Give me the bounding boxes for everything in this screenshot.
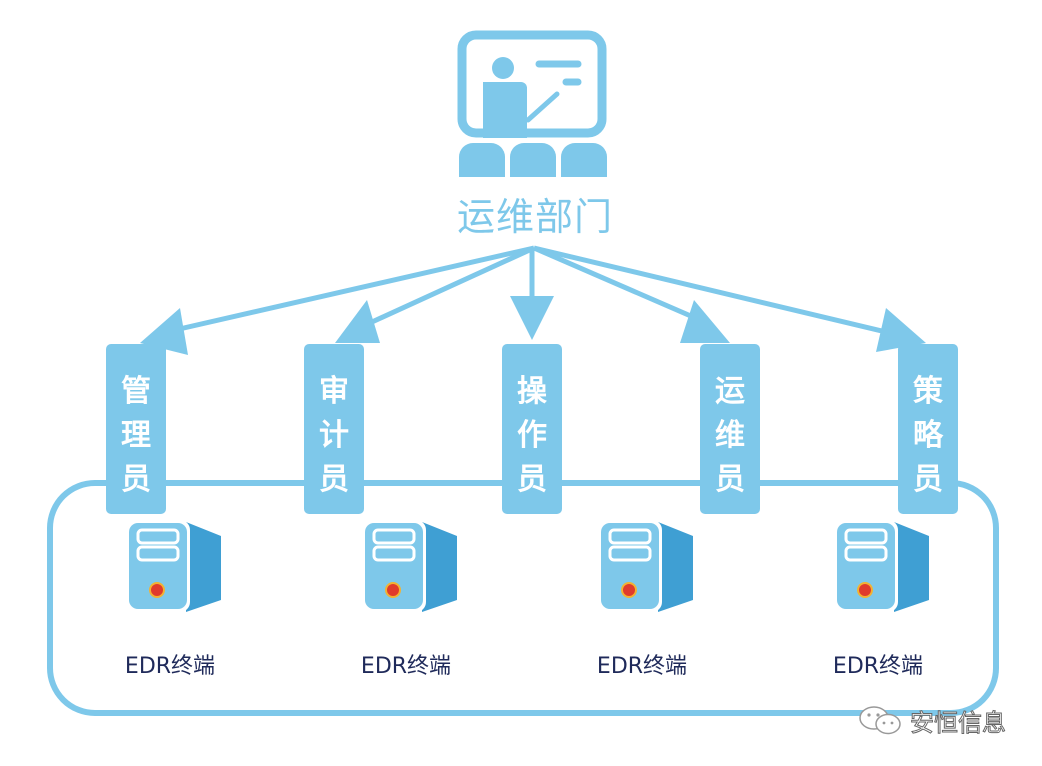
edr-terminal-label: EDR终端 bbox=[596, 654, 688, 679]
role-char: 计 bbox=[319, 418, 349, 453]
role-char: 维 bbox=[715, 418, 745, 453]
role-char: 员 bbox=[913, 462, 943, 497]
arrow-to-role-2 bbox=[370, 245, 536, 325]
edr-terminal-label: EDR终端 bbox=[360, 654, 452, 679]
role-char: 策 bbox=[913, 374, 943, 409]
role-char: 员 bbox=[319, 462, 349, 497]
arrow-to-role-5 bbox=[533, 245, 891, 336]
role-box: 策略员 bbox=[898, 344, 958, 514]
arrow-to-role-4 bbox=[533, 245, 701, 323]
presentation-teacher-icon bbox=[457, 30, 607, 177]
arrowhead-role-3 bbox=[510, 296, 554, 340]
role-box: 操作员 bbox=[502, 344, 562, 514]
role-char: 理 bbox=[121, 418, 151, 453]
arrowhead-role-2 bbox=[335, 300, 380, 343]
role-char: 运 bbox=[715, 374, 745, 409]
edr-terminal-label: EDR终端 bbox=[124, 654, 216, 679]
role-char: 员 bbox=[715, 462, 745, 497]
role-char: 员 bbox=[121, 462, 151, 497]
arrowhead-role-5 bbox=[876, 308, 926, 352]
arrows bbox=[140, 245, 926, 355]
server-tower-icon bbox=[598, 520, 693, 612]
role-box: 管理员 bbox=[106, 344, 166, 514]
role-char: 员 bbox=[517, 462, 547, 497]
arrowhead-role-4 bbox=[680, 300, 730, 343]
role-char: 管 bbox=[121, 374, 151, 409]
edr-terminal-label: EDR终端 bbox=[832, 654, 924, 679]
department-title: 运维部门 bbox=[456, 195, 613, 239]
role-box: 审计员 bbox=[304, 344, 364, 514]
role-char: 审 bbox=[319, 374, 349, 409]
arrow-to-role-1 bbox=[174, 245, 535, 333]
arrowhead-role-1 bbox=[140, 308, 188, 355]
role-char: 略 bbox=[913, 418, 943, 453]
role-box: 运维员 bbox=[700, 344, 760, 514]
server-tower-icon bbox=[834, 520, 929, 612]
role-char: 操 bbox=[517, 374, 547, 409]
watermark-text: 安恒信息 bbox=[910, 709, 1007, 738]
server-tower-icon bbox=[362, 520, 457, 612]
watermark: 安恒信息 bbox=[858, 703, 1007, 738]
server-tower-icon bbox=[126, 520, 221, 612]
role-char: 作 bbox=[517, 418, 547, 453]
wechat-icon bbox=[859, 705, 901, 734]
